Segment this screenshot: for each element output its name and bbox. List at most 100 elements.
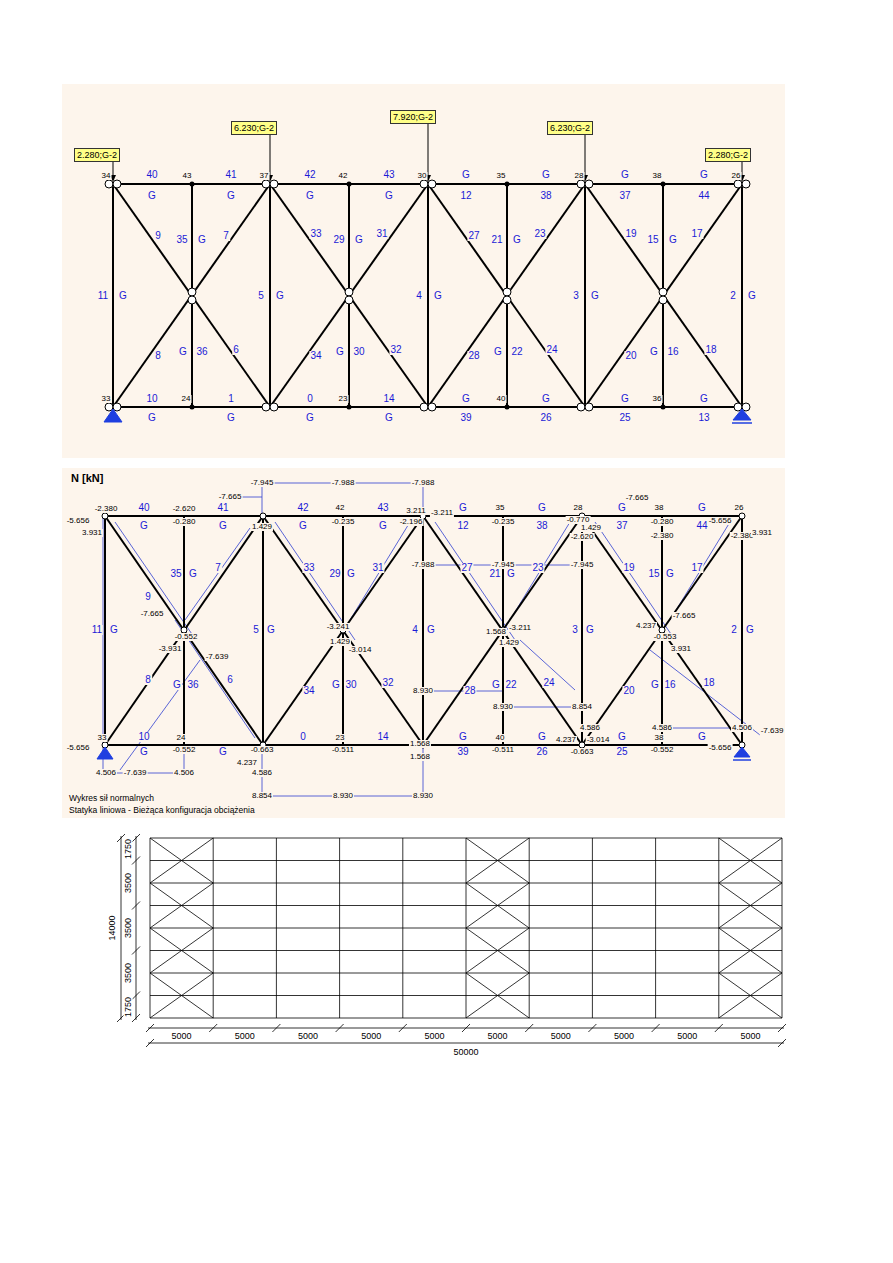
force-value: -0.235 [331, 518, 356, 526]
member-number: 3 [572, 291, 580, 301]
caption-text: Wykres sił normalnych [68, 794, 155, 803]
material-tag: G [620, 170, 630, 180]
member-number: 16 [663, 680, 676, 690]
member-number: 11 [97, 291, 109, 301]
member-number: 28 [467, 351, 480, 361]
material-tag: G [178, 347, 188, 357]
force-value: -7.988 [411, 479, 436, 487]
member-number: 17 [690, 563, 703, 573]
node-number: 26 [734, 504, 745, 512]
dimension-label: 5000 [171, 1032, 193, 1041]
material-tag: G [305, 191, 315, 201]
material-tag: G [298, 521, 308, 531]
force-value: -3.211 [508, 624, 532, 632]
force-value: 1.568 [409, 740, 431, 748]
force-value: -0.663 [570, 748, 595, 756]
panel-title: N [kN] [70, 473, 104, 484]
member-number: 36 [195, 347, 208, 357]
material-tag: G [491, 680, 501, 690]
force-value: 3.931 [670, 645, 692, 653]
force-value: -7.665 [625, 494, 650, 502]
member-number: 28 [463, 686, 476, 696]
material-tag: G [266, 625, 276, 635]
force-value: 1.568 [485, 628, 507, 636]
node-number: 36 [652, 395, 663, 403]
material-tag: G [426, 625, 436, 635]
force-value: -0.553 [653, 633, 678, 641]
material-tag: G [354, 235, 364, 245]
member-number: 13 [697, 413, 710, 423]
force-value: -7.639 [205, 653, 230, 661]
member-number: 44 [695, 521, 708, 531]
member-number: 22 [510, 347, 523, 357]
member-number: 44 [697, 191, 710, 201]
force-value: -2.620 [172, 505, 197, 513]
material-tag: G [668, 235, 678, 245]
member-number: 30 [344, 680, 357, 690]
dimension-label: 5000 [234, 1032, 256, 1041]
material-tag: G [331, 680, 341, 690]
force-value: 1.429 [251, 523, 273, 531]
force-value: 8.930 [492, 703, 514, 711]
material-tag: G [147, 191, 157, 201]
member-number: 21 [488, 569, 501, 579]
force-value: 3.931 [81, 529, 103, 537]
member-number: 15 [646, 235, 659, 245]
force-value: -7.945 [250, 479, 275, 487]
member-number: 43 [382, 170, 395, 180]
force-value: 1.429 [498, 639, 520, 647]
dimension-label: 3500 [124, 917, 133, 939]
member-number: 1 [227, 394, 235, 404]
member-number: 33 [309, 229, 322, 239]
material-tag: G [118, 291, 128, 301]
load-box: 2.280;G-2 [74, 148, 120, 162]
member-number: 14 [376, 732, 389, 742]
dimension-label: 5000 [739, 1032, 761, 1041]
force-value: 4.586 [651, 724, 673, 732]
member-number: 4 [411, 625, 419, 635]
material-tag: G [346, 569, 356, 579]
member-number: 11 [91, 625, 103, 635]
force-value: 4.237 [635, 622, 657, 630]
material-tag: G [747, 291, 757, 301]
dimension-label: 5000 [613, 1032, 635, 1041]
material-tag: G [537, 732, 547, 742]
member-number: 20 [624, 351, 637, 361]
force-value: -3.211 [430, 509, 454, 517]
material-tag: G [172, 680, 182, 690]
node-number: 38 [652, 172, 663, 180]
member-number: 38 [539, 191, 552, 201]
dimension-label: 5000 [297, 1032, 319, 1041]
member-number: 25 [615, 747, 628, 757]
force-value: 8.930 [412, 687, 434, 695]
force-value: 8.854 [571, 703, 593, 711]
member-number: 2 [730, 625, 738, 635]
dimension-label: 5000 [487, 1032, 509, 1041]
material-tag: G [218, 747, 228, 757]
member-number: 40 [137, 503, 150, 513]
member-number: 35 [175, 235, 188, 245]
node-number: 35 [496, 172, 507, 180]
member-number: 37 [615, 521, 628, 531]
force-value: -0.280 [172, 518, 197, 526]
force-value: -7.665 [218, 493, 243, 501]
force-value: -0.511 [491, 746, 515, 754]
member-number: 19 [622, 563, 635, 573]
dimension-label: 1750 [124, 996, 133, 1018]
member-number: 42 [296, 503, 309, 513]
node-number: 34 [101, 172, 112, 180]
member-number: 9 [154, 231, 162, 241]
force-value: -5.656 [708, 744, 733, 752]
material-tag: G [745, 625, 755, 635]
member-number: 21 [490, 235, 503, 245]
material-tag: G [197, 235, 207, 245]
force-value: 1.429 [329, 638, 351, 646]
member-number: 23 [531, 563, 544, 573]
material-tag: G [590, 291, 600, 301]
node-number: 37 [259, 172, 270, 180]
force-value: -2.380 [94, 505, 119, 513]
material-tag: G [585, 625, 595, 635]
material-tag: G [537, 503, 547, 513]
member-number: 39 [459, 413, 472, 423]
member-number: 2 [729, 291, 737, 301]
